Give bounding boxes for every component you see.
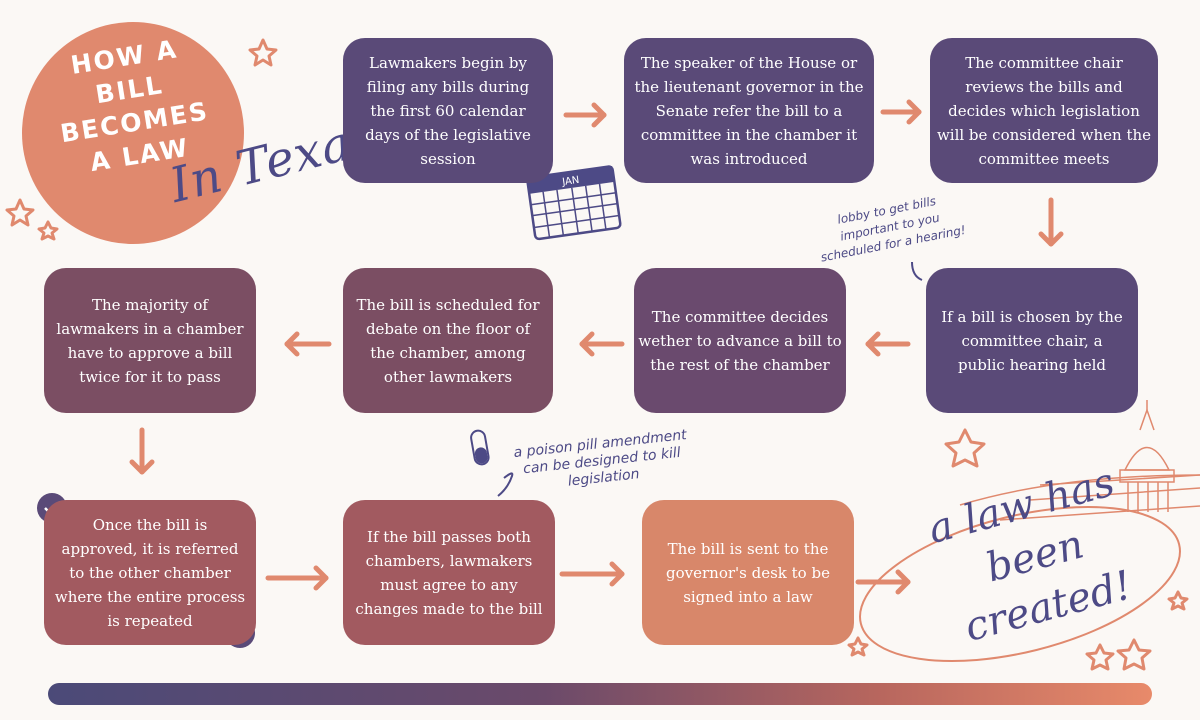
star-icon <box>1085 643 1115 671</box>
arrow-down-icon <box>129 427 155 475</box>
step-line: is repeated <box>107 611 193 630</box>
step-text: The committee decides wether to advance … <box>638 305 841 377</box>
step-10-governor-desk: The bill is sent to the governor's desk … <box>642 500 854 645</box>
step-5-committee-decides: The committee decides wether to advance … <box>634 268 846 413</box>
step-line: the first 60 calendar <box>370 101 526 120</box>
title-circle <box>22 22 244 244</box>
arrow-right-icon <box>265 565 329 591</box>
step-line: The majority of <box>92 295 208 314</box>
final-ellipse <box>859 506 1181 662</box>
arrow-right-icon <box>855 569 911 595</box>
step-line: Senate refer the bill to a <box>655 101 843 120</box>
step-line: the rest of the chamber <box>650 355 830 374</box>
step-line: session <box>420 149 476 168</box>
step-line: changes made to the bill <box>355 599 543 618</box>
arrow-left-icon <box>284 331 332 357</box>
step-line: decides which legislation <box>948 101 1140 120</box>
star-icon <box>1116 638 1152 671</box>
arrow-left-icon <box>865 331 911 357</box>
star-icon <box>847 636 869 657</box>
step-line: committee meets <box>978 149 1110 168</box>
step-text: The speaker of the House or the lieutena… <box>634 51 863 171</box>
step-6-floor-debate: The bill is scheduled for debate on the … <box>343 268 553 413</box>
step-line: governor's desk to be <box>666 563 830 582</box>
arrow-right-icon <box>880 99 922 125</box>
star-icon <box>37 220 59 241</box>
step-4-public-hearing: If a bill is chosen by the committee cha… <box>926 268 1138 413</box>
step-line: committee in the chamber it <box>640 125 858 144</box>
step-line: twice for it to pass <box>79 367 221 386</box>
step-line: committee chair, a <box>961 331 1103 350</box>
step-line: approved, it is referred <box>61 539 239 558</box>
arrow-right-icon <box>563 102 607 128</box>
star-icon <box>944 428 986 468</box>
step-line: The speaker of the House or <box>640 53 858 72</box>
step-line: filing any bills during <box>366 77 530 96</box>
step-line: The bill is scheduled for <box>356 295 540 314</box>
step-line: signed into a law <box>683 587 813 606</box>
arrow-right-icon <box>559 561 625 587</box>
pill-icon <box>470 429 490 466</box>
step-text: If the bill passes both chambers, lawmak… <box>355 525 542 621</box>
step-line: lawmakers in a chamber <box>56 319 244 338</box>
calendar-icon: JAN <box>526 165 622 241</box>
arrow-down-icon <box>1038 197 1064 247</box>
step-line: have to approve a bill <box>67 343 233 362</box>
star-icon <box>5 198 35 227</box>
step-2-refer-to-committee: The speaker of the House or the lieutena… <box>624 38 874 183</box>
step-line: chambers, lawmakers <box>365 551 533 570</box>
step-line: to the other chamber <box>69 563 231 582</box>
step-text: The bill is scheduled for debate on the … <box>356 293 539 389</box>
step-text: The majority of lawmakers in a chamber h… <box>56 293 243 389</box>
step-line: days of the legislative <box>365 125 531 144</box>
step-8-other-chamber: Once the bill is approved, it is referre… <box>44 500 256 645</box>
step-line: the lieutenant governor in the <box>634 77 864 96</box>
capitol-icon <box>959 400 1200 521</box>
step-line: The committee chair <box>965 53 1123 72</box>
star-icon <box>1167 590 1189 611</box>
step-line: must agree to any <box>380 575 518 594</box>
bottom-gradient-bar <box>48 683 1152 705</box>
poison-pointer <box>497 472 514 497</box>
step-line: was introduced <box>690 149 808 168</box>
step-text: If a bill is chosen by the committee cha… <box>941 305 1123 377</box>
step-line: wether to advance a bill to <box>638 331 842 350</box>
step-line: If a bill is chosen by the <box>941 307 1123 326</box>
step-line: other lawmakers <box>383 367 513 386</box>
calendar-month: JAN <box>561 175 580 188</box>
step-text: The committee chair reviews the bills an… <box>937 51 1151 171</box>
step-9-agree-to-changes: If the bill passes both chambers, lawmak… <box>343 500 555 645</box>
step-line: The committee decides <box>651 307 829 326</box>
step-line: where the entire process <box>54 587 246 606</box>
star-icon <box>248 38 278 67</box>
step-line: the chamber, among <box>370 343 526 362</box>
step-line: public hearing held <box>957 355 1107 374</box>
step-3-chair-reviews: The committee chair reviews the bills an… <box>930 38 1158 183</box>
arrow-left-icon <box>579 331 625 357</box>
step-line: The bill is sent to the <box>667 539 829 558</box>
step-line: Lawmakers begin by <box>369 53 527 72</box>
step-line: Once the bill is <box>92 515 208 534</box>
step-line: If the bill passes both <box>367 527 531 546</box>
step-line: debate on the floor of <box>365 319 531 338</box>
step-text: Lawmakers begin by filing any bills duri… <box>365 51 531 171</box>
step-text: Once the bill is approved, it is referre… <box>55 513 245 633</box>
step-7-majority-approve: The majority of lawmakers in a chamber h… <box>44 268 256 413</box>
step-text: The bill is sent to the governor's desk … <box>666 537 830 609</box>
lobby-pointer <box>911 261 923 281</box>
step-1-file-bills: Lawmakers begin by filing any bills duri… <box>343 38 553 183</box>
step-line: reviews the bills and <box>965 77 1123 96</box>
step-line: will be considered when the <box>936 125 1152 144</box>
